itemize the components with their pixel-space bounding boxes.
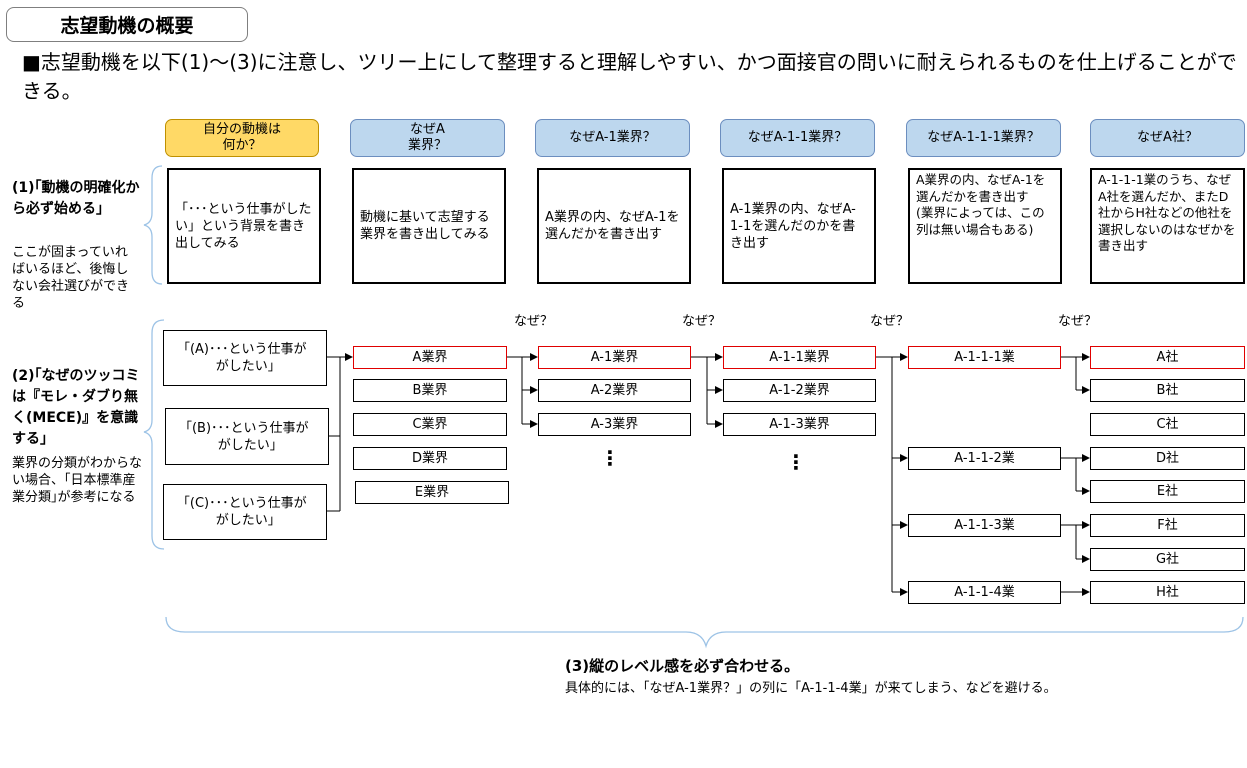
node-label: A-1-2業界 xyxy=(769,383,830,398)
point2-heading: (2)｢なぜのツッコミは『モレ・ダブり無く(MECE)』を意識する｣ xyxy=(12,368,140,447)
company-box-f: F社 xyxy=(1090,514,1245,537)
node-label: A社 xyxy=(1156,350,1179,365)
industry-box-a3: A-3業界 xyxy=(538,413,691,436)
header-a11: なぜA-1-1業界？ xyxy=(720,119,875,157)
industry-box-a114: A-1-1-4業 xyxy=(908,581,1061,604)
industry-box-a13: A-1-3業界 xyxy=(723,413,876,436)
node-label: D社 xyxy=(1155,451,1179,466)
industry-box-a12: A-1-2業界 xyxy=(723,379,876,402)
motive-text: ｢(B)･･･という仕事が がしたい｣ xyxy=(185,420,309,453)
node-label: A-1-1-1業 xyxy=(954,350,1015,365)
node-label: G社 xyxy=(1155,552,1180,567)
description-a1: A業界の内、なぜA-1を選んだかを書き出す xyxy=(537,168,691,284)
company-box-a: A社 xyxy=(1090,346,1245,369)
header-label: なぜA社？ xyxy=(1137,130,1198,145)
company-box-e: E社 xyxy=(1090,480,1245,503)
node-label: B業界 xyxy=(412,383,448,398)
company-box-h: H社 xyxy=(1090,581,1245,604)
page-title: 志望動機の概要 xyxy=(6,7,248,42)
node-label: F社 xyxy=(1157,518,1178,533)
company-box-g: G社 xyxy=(1090,548,1245,571)
header-a1: なぜA-1業界？ xyxy=(535,119,690,157)
description-text: 「･･･という仕事がしたい」という背景を書き出してみる xyxy=(175,201,312,251)
motive-text: ｢(C)･･･という仕事が がしたい｣ xyxy=(183,496,307,528)
description-text: A業界の内、なぜA-1を選んだかを書き出す (業界によっては、この列は無い場合も… xyxy=(916,172,1046,237)
industry-box-b: B業界 xyxy=(353,379,507,402)
header-label: 自分の動機は 何か？ xyxy=(202,122,281,153)
header-label: なぜA 業界？ xyxy=(407,122,447,153)
industry-box-a1: A-1業界 xyxy=(538,346,691,369)
node-label: A-1業界 xyxy=(590,350,639,365)
industry-box-e: E業界 xyxy=(355,481,509,504)
company-box-b: B社 xyxy=(1090,379,1245,402)
header-label: なぜA-1-1業界？ xyxy=(747,130,848,145)
header-label: なぜA-1-1-1業界？ xyxy=(927,130,1040,145)
node-label: H社 xyxy=(1156,585,1179,600)
point3-note: 具体的には、「なぜA-1業界？」の列に「A-1-1-4業」が来てしまう、などを避… xyxy=(565,681,1057,696)
description-industry: 動機に基いて志望する業界を書き出してみる xyxy=(352,168,506,284)
node-label: C社 xyxy=(1156,417,1179,432)
brace-point3 xyxy=(165,616,1244,649)
industry-box-a11: A-1-1業界 xyxy=(723,346,876,369)
industry-box-a2: A-2業界 xyxy=(538,379,691,402)
description-text: A-1-1-1業のうち、なぜA社を選んだか、またD社からH社などの他社を選択しな… xyxy=(1098,172,1236,253)
description-a111: A業界の内、なぜA-1を選んだかを書き出す (業界によっては、この列は無い場合も… xyxy=(908,168,1062,284)
industry-box-c: C業界 xyxy=(353,413,507,436)
header-a111: なぜA-1-1-1業界？ xyxy=(906,119,1061,157)
node-label: A-1-1業界 xyxy=(769,350,830,365)
ellipsis-b: ⋮ xyxy=(786,450,806,474)
node-label: A-1-3業界 xyxy=(769,417,830,432)
brace-point2 xyxy=(143,319,165,550)
point1-heading: (1)｢動機の明確化から必ず始める｣ xyxy=(12,180,140,217)
naze-label: なぜ？ xyxy=(514,314,554,329)
point1-note: ここが固まっていればいるほど、後悔しない会社選びができる xyxy=(12,245,130,311)
point3-heading: (3)縦のレベル感を必ず合わせる。 xyxy=(565,657,800,675)
description-text: A業界の内、なぜA-1を選んだかを書き出す xyxy=(545,210,680,242)
industry-box-a: A業界 xyxy=(353,346,507,369)
header-label: なぜA-1業界？ xyxy=(569,130,656,145)
header-company: なぜA社？ xyxy=(1090,119,1245,157)
industry-box-a112: A-1-1-2業 xyxy=(908,447,1061,470)
ellipsis-a: ⋮ xyxy=(600,446,620,470)
motive-box-b: ｢(B)･･･という仕事が がしたい｣ xyxy=(165,408,329,465)
description-a11: A-1業界の内、なぜA-1-1を選んだのかを書き出す xyxy=(722,168,876,284)
description-motive: 「･･･という仕事がしたい」という背景を書き出してみる xyxy=(167,168,321,284)
node-label: C業界 xyxy=(412,417,448,432)
node-label: A業界 xyxy=(412,350,448,365)
naze-label: なぜ？ xyxy=(870,314,910,329)
company-box-d: D社 xyxy=(1090,447,1245,470)
description-text: 動機に基いて志望する業界を書き出してみる xyxy=(360,210,490,242)
node-label: B社 xyxy=(1156,383,1179,398)
header-industry: なぜA 業界？ xyxy=(350,119,505,157)
point2-note: 業界の分類がわからない場合、｢日本標準産業分類｣が参考になる xyxy=(12,456,143,505)
description-company: A-1-1-1業のうち、なぜA社を選んだか、またD社からH社などの他社を選択しな… xyxy=(1090,168,1245,284)
node-label: E業界 xyxy=(414,485,450,500)
intro-text: ■志望動機を以下(1)～(3)に注意し、ツリー上にして整理すると理解しやすい、か… xyxy=(22,50,1237,103)
node-label: D業界 xyxy=(411,451,448,466)
industry-box-a113: A-1-1-3業 xyxy=(908,514,1061,537)
industry-box-d: D業界 xyxy=(353,447,507,470)
naze-label: なぜ？ xyxy=(1058,314,1098,329)
brace-point1 xyxy=(143,165,163,285)
node-label: A-2業界 xyxy=(590,383,639,398)
motive-box-c: ｢(C)･･･という仕事が がしたい｣ xyxy=(163,484,327,540)
node-label: A-3業界 xyxy=(590,417,639,432)
node-label: E社 xyxy=(1156,484,1179,499)
node-label: A-1-1-4業 xyxy=(954,585,1015,600)
node-label: A-1-1-3業 xyxy=(954,518,1015,533)
naze-label: なぜ？ xyxy=(682,314,722,329)
node-label: A-1-1-2業 xyxy=(954,451,1015,466)
motive-box-a: ｢(A)･･･という仕事が がしたい｣ xyxy=(163,330,327,386)
description-text: A-1業界の内、なぜA-1-1を選んだのかを書き出す xyxy=(730,201,856,251)
header-motive: 自分の動機は 何か？ xyxy=(165,119,319,157)
company-box-c: C社 xyxy=(1090,413,1245,436)
motive-text: ｢(A)･･･という仕事が がしたい｣ xyxy=(183,342,307,374)
industry-box-a111: A-1-1-1業 xyxy=(908,346,1061,369)
